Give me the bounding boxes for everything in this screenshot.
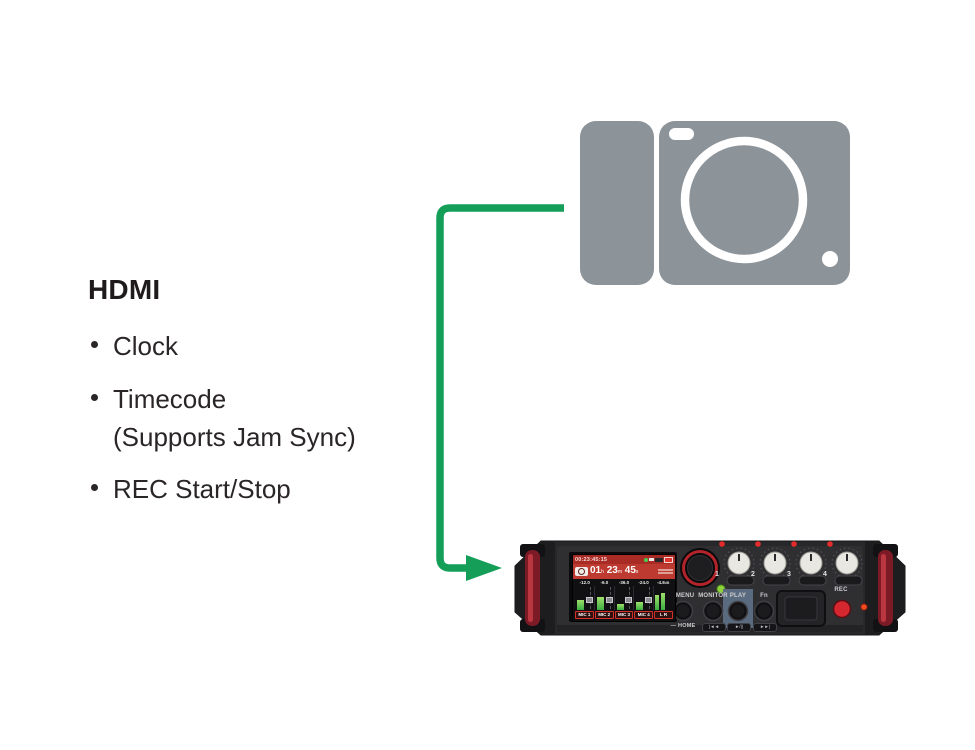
- page-title: HDMI: [88, 274, 161, 305]
- rec-led: [860, 603, 868, 611]
- monitor-button-icon: [702, 600, 724, 622]
- lcd-level-meters: -12.0 -6.0 -36.0 -24.0 -4.8dB: [573, 579, 675, 621]
- battery-icon: [649, 558, 654, 561]
- meter-bars-row: [575, 586, 673, 610]
- bullet-item-rec-start-stop: REC Start/Stop: [113, 474, 291, 504]
- play-button-icon: [727, 600, 749, 622]
- meter-col-mic1: [575, 586, 594, 610]
- meter-labels-row: MIC 1 MIC 2 MIC 3 MIC 4 L R: [575, 611, 673, 619]
- gain-knob-2: [755, 541, 791, 586]
- gain-knob-1: [719, 541, 755, 586]
- next-track-label: ►►|: [753, 623, 777, 632]
- hdmi-connection-line: [436, 204, 564, 572]
- bullet-item-clock: Clock: [113, 331, 179, 361]
- fn-label: Fn: [760, 593, 768, 599]
- camera-icon: [580, 121, 850, 285]
- camera-button-dot: [822, 251, 838, 267]
- camera-viewfinder: [669, 128, 694, 140]
- bullet-item-timecode: Timecode: [113, 384, 227, 414]
- menu-button-icon: [672, 600, 694, 622]
- knob-number-2: 2: [751, 571, 755, 578]
- meter-col-lr: [653, 586, 673, 610]
- home-label: — HOME: [670, 623, 696, 629]
- monitor-label: MONITOR: [698, 593, 728, 599]
- take-icon: [575, 567, 588, 576]
- play-label: PLAY: [729, 593, 747, 599]
- lcd-status-bar: 00:23:45:15: [573, 555, 675, 564]
- knob-number-4: 4: [823, 571, 827, 578]
- prev-track-label: |◄◄: [702, 623, 726, 632]
- green-status-icon: [644, 557, 648, 562]
- right-rail: [878, 550, 893, 626]
- recorder-lcd-screen: 00:23:45:15 01h 23m 45s -12.0 -6.0 -36.0: [572, 554, 676, 622]
- camera-lens: [680, 136, 808, 264]
- meter-col-mic3: [613, 586, 634, 610]
- bullet-icon: [91, 484, 98, 491]
- lcd-aux-text: [658, 569, 673, 574]
- meter-col-mic4: [633, 586, 653, 610]
- battery-door: [776, 590, 826, 627]
- lcd-rec-time-row: 01h 23m 45s: [573, 564, 675, 579]
- jog-dial-icon: [680, 548, 720, 588]
- fn-button-icon: [753, 600, 775, 622]
- meter-col-mic2: [593, 586, 614, 610]
- knob-number-1: 1: [715, 571, 719, 578]
- bullet-icon: [91, 341, 98, 348]
- knob-number-3: 3: [787, 571, 791, 578]
- menu-label: • MENU: [671, 593, 695, 599]
- lcd-status-icons: [644, 556, 673, 563]
- rec-label: REC: [834, 587, 848, 593]
- audio-recorder-illustration: 1 2 3 4 • MENU MONITOR PLAY Fn REC — HOM…: [509, 532, 909, 644]
- lcd-rec-time: 01h 23m 45s: [590, 565, 639, 576]
- lcd-timecode: 00:23:45:15: [575, 556, 608, 563]
- left-rail: [525, 550, 540, 626]
- gain-knob-4: [827, 541, 863, 586]
- rec-button-icon: [832, 599, 852, 619]
- bullet-icon: [91, 394, 98, 401]
- bullet-item-timecode-sub: (Supports Jam Sync): [113, 422, 356, 452]
- format-badge-icon: [655, 557, 663, 562]
- arrowhead-icon: [466, 555, 502, 581]
- meter-values-row: -12.0 -6.0 -36.0 -24.0 -4.8dB: [579, 580, 670, 585]
- gain-knob-3: [791, 541, 827, 586]
- play-pause-label: ►/||: [727, 623, 751, 632]
- record-badge-icon: [664, 556, 673, 563]
